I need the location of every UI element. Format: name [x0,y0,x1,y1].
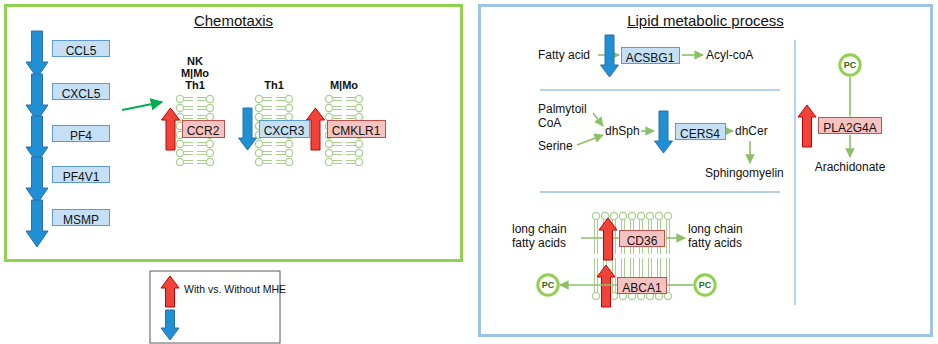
receptor-box: CCR2 [182,120,225,138]
gene-name: MSMP [63,213,99,228]
down-arrow [26,200,48,247]
cell-type-label: M|Mo [319,79,369,92]
metabolite-label: Fatty acid [538,48,590,62]
reaction-arrow [593,113,603,126]
reaction-arrow [725,130,733,132]
legend-text: With vs. Without MHE [184,283,286,295]
gene-box: PLA2G4A [818,117,882,134]
connectors [560,77,850,285]
gene-name: CCL5 [66,44,97,59]
connector [667,284,693,286]
gene-box: CERS4 [675,123,726,140]
ligand-box: MSMP [52,209,110,226]
metabolite-label: dhSph [605,124,640,138]
gene-name: PF4V1 [63,170,100,185]
receptor-box: CXCR3 [259,120,310,138]
gene-name: ACSBG1 [626,51,675,66]
down-arrow [601,35,619,77]
gene-name: CXCL5 [62,87,101,102]
chemotaxis-arrow [122,102,162,110]
separator [794,40,796,305]
up-arrow [162,108,180,150]
metabolite-label: Palmytoil CoA [538,102,594,130]
metabolite-label: Acyl-coA [706,48,753,62]
separator [540,89,780,91]
transport-arrow [666,237,685,239]
down-arrow [161,310,179,340]
gene-name: CCR2 [187,123,220,139]
node-label: PC [693,273,717,297]
gene-name: PF4 [70,129,92,144]
gene-name: CXCR3 [264,123,305,139]
up-arrow [798,105,816,147]
gene-box: CD36 [619,230,665,247]
connector [849,77,851,117]
gene-name: ABCA1 [622,281,661,296]
metabolite-label: long chain fatty acids [688,222,754,250]
node-label: PC [838,53,862,77]
ligand-box: CXCL5 [52,83,110,100]
panel-title: Chemotaxis [7,12,460,29]
pc-circle: PC [693,273,717,297]
legend-box [150,271,280,343]
metabolite-label: long chain fatty acids [512,222,578,250]
gene-box: ABCA1 [617,277,667,294]
reaction-arrow [577,135,603,145]
pathway-arrows [122,40,850,305]
pc-circle: PC [536,273,560,297]
up-arrow [599,218,617,260]
metabolite-label: Sphingomyelin [705,166,784,180]
cell-type-label: Th1 [170,79,220,92]
transport-line [581,237,619,239]
cell-type-label: NK [170,55,220,68]
panel-title: Lipid metabolic process [481,12,930,29]
metabolite-label: Serine [538,139,573,153]
reaction-arrow [682,54,703,56]
gene-name: PLA2G4A [823,121,876,136]
down-arrow [655,111,673,153]
metabolite-label: dhCer [735,124,768,138]
gene-box: ACSBG1 [621,47,680,64]
down-arrow [239,108,257,150]
membranes [176,95,671,299]
ligand-box: CCL5 [52,40,110,57]
connector [560,284,617,286]
up-arrow [161,276,179,307]
change-arrows [26,31,816,340]
node-label: PC [536,273,560,297]
metabolite-label: Arachidonate [805,160,895,174]
ligand-box: PF4 [52,125,110,142]
ligand-box: PF4V1 [52,166,110,183]
pc-circle: PC [838,53,862,77]
reaction-arrow [749,141,751,163]
gene-name: CERS4 [680,127,720,142]
gene-name: CD36 [627,234,658,249]
reaction-arrow [849,135,851,157]
receptor-box: CMKLR1 [327,120,386,138]
down-arrow [26,31,48,78]
up-arrow [597,265,615,307]
down-arrow [26,116,48,163]
gene-name: CMKLR1 [332,123,381,139]
cell-type-label: Th1 [249,79,299,92]
down-arrow [26,157,48,204]
cell-type-label: M|Mo [170,67,220,80]
down-arrow [26,74,48,121]
chemotaxis-panel: ChemotaxisCCL5CXCL5PF4PF4V1MSMP CCR2 CXCR3… [4,4,463,262]
separator [540,191,780,193]
reaction-arrow [641,130,654,132]
